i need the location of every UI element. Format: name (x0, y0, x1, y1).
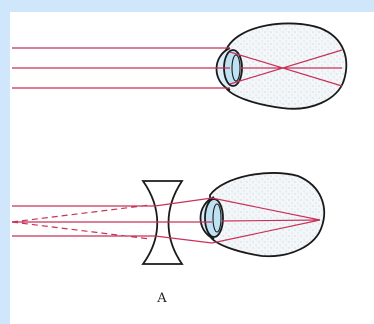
ray-bottom-3-out (154, 235, 213, 244)
ray-bottom-3-inner (211, 219, 321, 244)
ray-bottom-1-inner (211, 197, 321, 221)
rays-bottom (11, 197, 321, 244)
ray-top-3-inner (229, 49, 343, 85)
eye-bottom (199, 172, 326, 258)
ray-bottom-dashed-1 (11, 204, 151, 223)
ray-bottom-dashed-2 (11, 221, 151, 240)
eyeball-top (225, 22, 348, 110)
eye-top (215, 22, 348, 110)
crystalline-lens-bottom (204, 198, 224, 238)
lens-inner-bottom (212, 203, 222, 233)
ray-bottom-2-inner (221, 219, 321, 222)
eyeball-bottom (209, 172, 326, 258)
ray-top-1-inner (229, 51, 343, 87)
figure-label: A (156, 291, 167, 306)
rays-top (12, 47, 343, 89)
ray-bottom-1-out (154, 197, 213, 207)
